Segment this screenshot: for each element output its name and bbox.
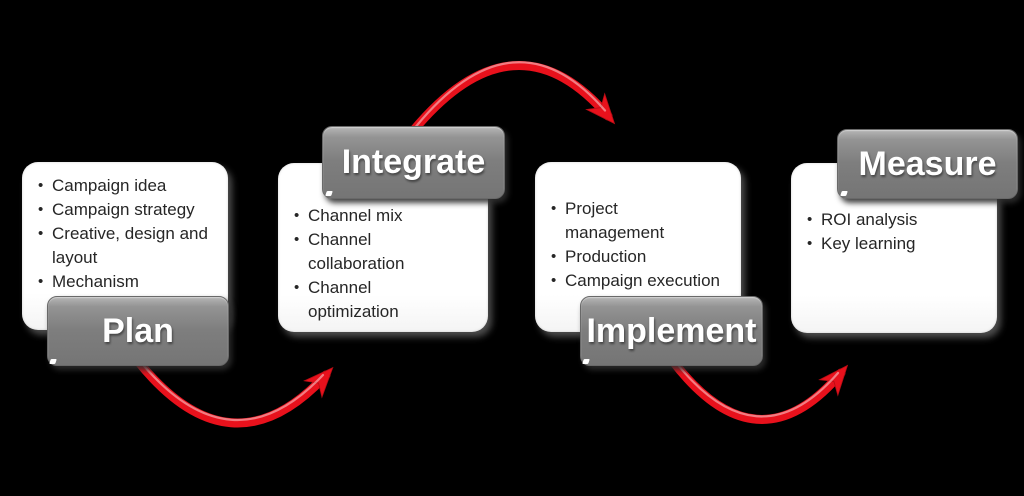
bullet-text: ROI analysis — [821, 210, 918, 229]
stage-label-text: Plan — [102, 311, 174, 350]
bullet-text: Production — [565, 247, 647, 266]
arrow-implement-to-measure — [667, 355, 841, 424]
arrow-integrate-to-implement — [408, 61, 608, 136]
bullet-text: Creative, design and layout — [52, 224, 208, 267]
bullet-item: • Channel mix — [290, 204, 480, 228]
stage-label-integrate: Integrate — [322, 126, 505, 199]
bullet-icon: • — [38, 177, 44, 194]
bullet-text: Channel mix — [308, 206, 403, 225]
bullet-item: • Mechanism — [34, 270, 220, 294]
bullet-text: Campaign execution — [565, 271, 720, 290]
bullet-icon: • — [807, 235, 813, 252]
bullet-item: • Campaign idea — [34, 174, 220, 198]
plan-bullet-list: • Campaign idea • Campaign strategy • Cr… — [22, 162, 228, 294]
bullet-item: • Production — [547, 245, 733, 269]
bullet-item: • Creative, design and layout — [34, 222, 220, 270]
stage-label-text: Measure — [858, 144, 997, 183]
bullet-text: Project management — [565, 199, 665, 242]
bullet-item: • ROI analysis — [803, 208, 989, 232]
stage-label-plan: Plan — [47, 296, 229, 366]
bullet-item: • Campaign strategy — [34, 198, 220, 222]
bullet-icon: • — [38, 201, 44, 218]
bullet-text: Channel optimization — [308, 278, 399, 321]
bullet-icon: • — [551, 248, 557, 265]
bullet-text: Channel collaboration — [308, 230, 405, 273]
bullet-text: Campaign strategy — [52, 200, 195, 219]
integrate-bullet-list: • Channel mix • Channel collaboration • … — [278, 163, 488, 324]
bullet-icon: • — [294, 279, 300, 296]
bullet-text: Key learning — [821, 234, 916, 253]
bullet-item: • Project management — [547, 197, 733, 245]
stage-label-measure: Measure — [837, 129, 1018, 199]
implement-bullet-list: • Project management • Production • Camp… — [535, 162, 741, 293]
measure-bullet-list: • ROI analysis • Key learning — [791, 163, 997, 256]
bullet-icon: • — [294, 231, 300, 248]
bullet-item: • Channel collaboration — [290, 228, 480, 276]
bullet-icon: • — [38, 225, 44, 242]
bullet-text: Campaign idea — [52, 176, 167, 195]
bullet-item: • Channel optimization — [290, 276, 480, 324]
bullet-text: Mechanism — [52, 272, 139, 291]
bullet-icon: • — [551, 272, 557, 289]
stage-label-implement: Implement — [580, 296, 763, 366]
bullet-icon: • — [294, 207, 300, 224]
arrow-plan-to-integrate — [132, 355, 326, 428]
bullet-item: • Campaign execution — [547, 269, 733, 293]
stage-label-text: Implement — [586, 311, 757, 350]
bullet-icon: • — [551, 200, 557, 217]
bullet-icon: • — [38, 273, 44, 290]
bullet-icon: • — [807, 211, 813, 228]
stage-label-text: Integrate — [341, 143, 486, 181]
bullet-item: • Key learning — [803, 232, 989, 256]
